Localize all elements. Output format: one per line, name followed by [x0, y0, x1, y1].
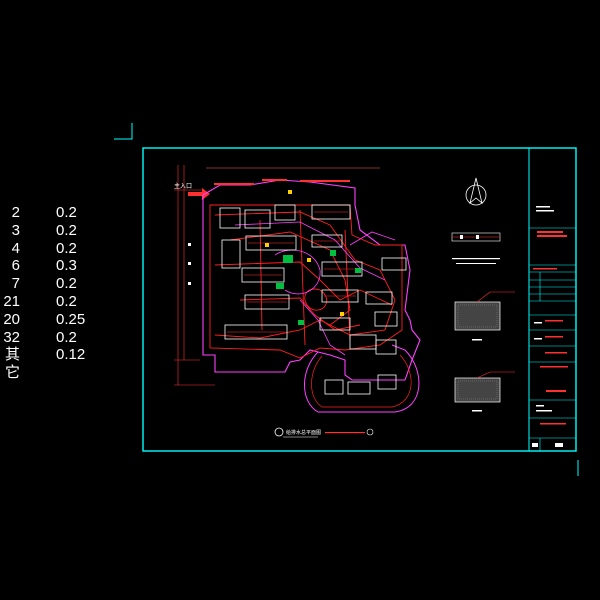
pen-number: 6: [11, 257, 20, 275]
detail-drawings: [451, 232, 515, 412]
north-arrow: [465, 177, 487, 206]
pen-number: 其它: [4, 346, 20, 382]
title-block-white-text: [532, 206, 563, 447]
plan-title: 给排水总平面图: [286, 429, 321, 436]
landscape-symbols: [265, 190, 361, 325]
building-hatch: [227, 211, 360, 333]
line-weight: 0.2: [56, 275, 77, 293]
site-plan: 主入口: [174, 165, 421, 438]
title-block-red-text: [533, 231, 568, 425]
main-entrance-marker: 主入口: [174, 182, 210, 200]
pen-number: 7: [11, 275, 20, 293]
line-weight: 0.2: [56, 221, 77, 239]
pen-number: 32: [3, 328, 20, 346]
line-weight: 0.2: [56, 204, 77, 221]
pen-weight-row: 其它 0.12: [0, 346, 110, 381]
pen-number: 21: [3, 293, 20, 310]
site-boundary: [202, 179, 421, 381]
pipe-trench-detail: [451, 232, 501, 264]
line-weight: 0.2: [56, 239, 77, 257]
pen-number: 4: [11, 239, 20, 257]
main-entrance-label: 主入口: [174, 182, 192, 190]
line-weight: 0.3: [56, 257, 77, 275]
line-weight: 0.12: [56, 346, 86, 364]
section-detail-1: [454, 291, 515, 341]
lower-ring-road: [304, 344, 420, 413]
line-weight: 0.25: [56, 310, 86, 328]
plan-title-block: 给排水总平面图: [274, 427, 374, 438]
title-block: [529, 227, 576, 451]
crop-mark-top-left: [114, 123, 133, 140]
sheet-frame: [142, 147, 577, 452]
line-weight: 0.2: [56, 293, 77, 310]
dimension-lines: [174, 165, 380, 386]
building-blocks: [219, 204, 407, 395]
section-detail-2: [454, 371, 515, 412]
line-weight: 0.2: [56, 328, 77, 346]
side-road-labels: [188, 243, 191, 285]
pen-number: 20: [3, 310, 20, 328]
north-road-text: [214, 179, 350, 185]
pen-number: 2: [11, 204, 20, 221]
lower-ring-pipe: [311, 354, 412, 408]
pen-number: 3: [11, 221, 20, 239]
